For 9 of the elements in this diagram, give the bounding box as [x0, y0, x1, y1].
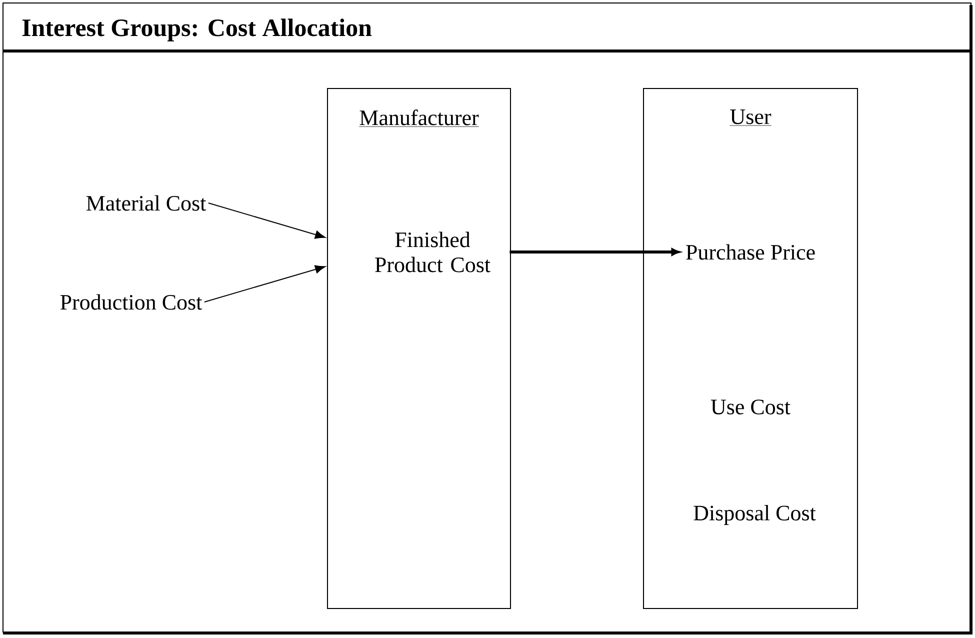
cost-label: Material Cost: [86, 195, 206, 211]
cost-label: Use Cost: [710, 400, 790, 414]
cost-label: Production Cost: [60, 294, 202, 310]
cost-label: Disposal Cost: [694, 505, 816, 525]
cost-label: Purchase Price: [686, 244, 815, 260]
arrow: [208, 202, 326, 239]
cost-label: Finished Product Cost: [375, 232, 490, 272]
arrow: [204, 265, 326, 302]
title: Interest Groups: Cost Allocation: [22, 18, 372, 42]
